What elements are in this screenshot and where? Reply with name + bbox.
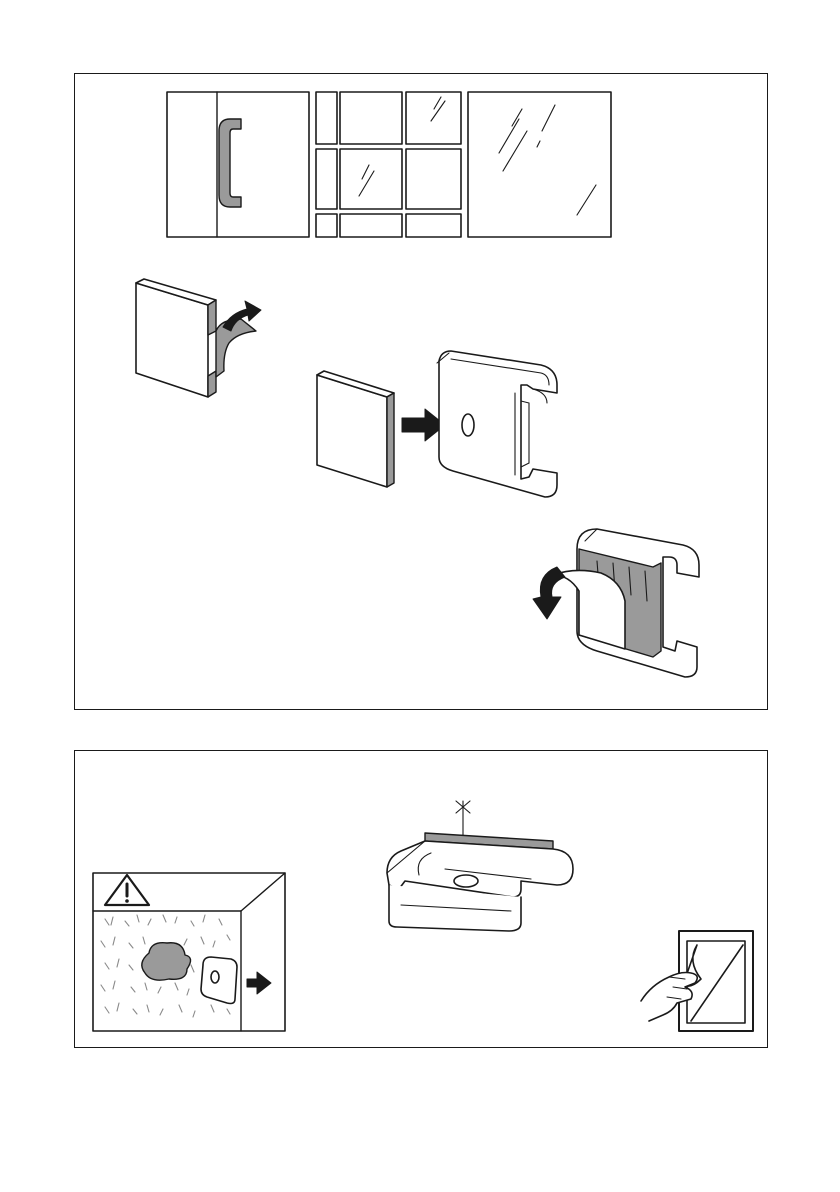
peel-adhesive-pad-step xyxy=(136,279,261,397)
arrow-icon xyxy=(533,567,565,619)
tiled-wall-icon xyxy=(316,92,461,237)
glass-pane-icon xyxy=(468,92,611,237)
bottom-panel-illustration xyxy=(75,751,769,1049)
remove-backing-film-step xyxy=(533,529,699,677)
clip-mounted-on-edge-step xyxy=(387,801,573,931)
door-with-handle-icon xyxy=(167,92,309,237)
warning-clean-surface-step xyxy=(93,873,285,1031)
attach-pad-to-clip-step xyxy=(317,351,557,497)
instruction-panel-bottom xyxy=(74,750,768,1048)
instruction-panel-top xyxy=(74,73,768,710)
top-panel-illustration xyxy=(75,74,769,711)
peel-protective-film-step xyxy=(641,931,753,1031)
